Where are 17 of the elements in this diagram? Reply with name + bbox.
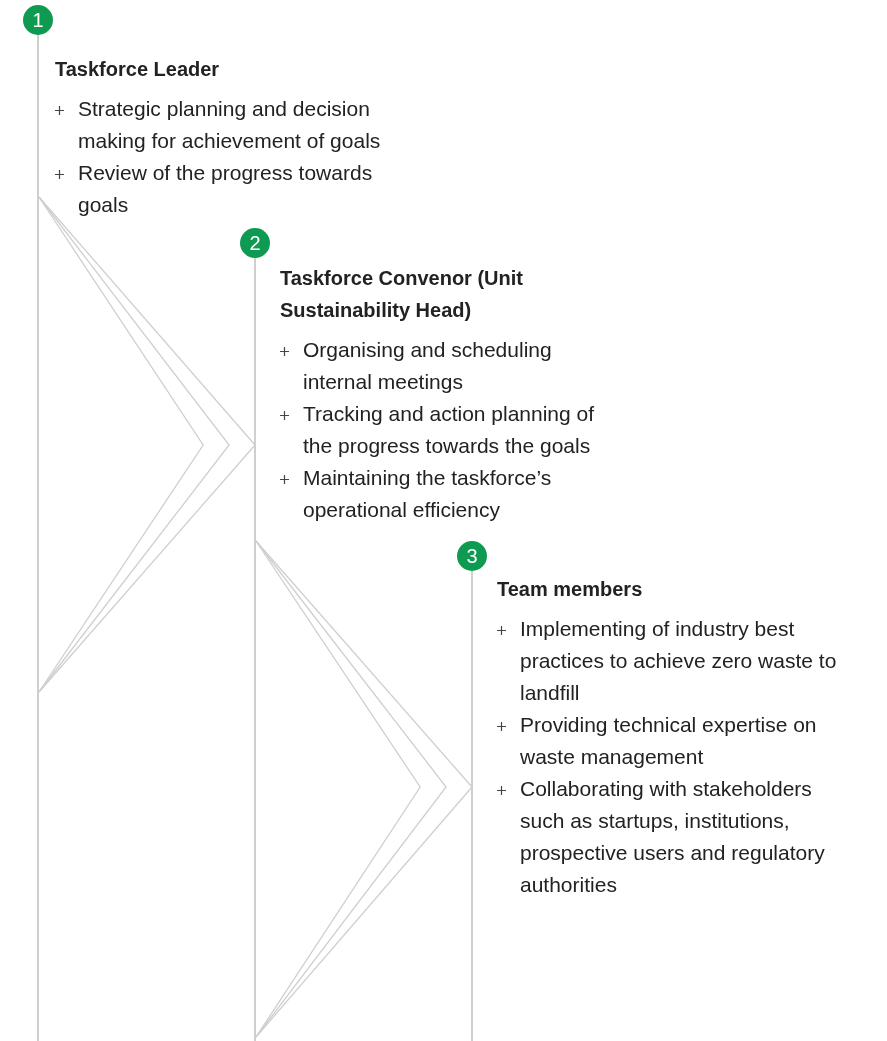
duty-text: Providing technical expertise on waste management	[520, 712, 818, 770]
duty-text: Strategic planning and decision making for achievement of goals	[78, 96, 382, 154]
role-heading: Taskforce Leader	[55, 57, 221, 82]
step-number-badge: 2	[240, 228, 270, 258]
timeline-rail	[254, 258, 256, 1041]
timeline-rail	[37, 35, 39, 1041]
role-heading: Taskforce Convenor (Unit Sustainability Head)	[280, 266, 524, 323]
step-number-badge: 1	[23, 5, 53, 35]
role-heading: Team members	[497, 577, 644, 602]
duty-text: Implementing of industry best practices to achieve zero waste to landfill	[520, 616, 838, 706]
step-number-badge: 3	[457, 541, 487, 571]
duty-text: Collaborating with stakeholders such as startups, institutions, prospective users and regulatory authorities	[520, 776, 826, 898]
duty-text: Tracking and action planning of the progress towards the goals	[303, 401, 596, 459]
duty-text: Maintaining the taskforce’s operational efficiency	[303, 465, 553, 523]
timeline-rail	[471, 571, 473, 1041]
duty-text: Organising and scheduling internal meetings	[303, 337, 553, 395]
duty-text: Review of the progress towards goals	[78, 160, 374, 218]
